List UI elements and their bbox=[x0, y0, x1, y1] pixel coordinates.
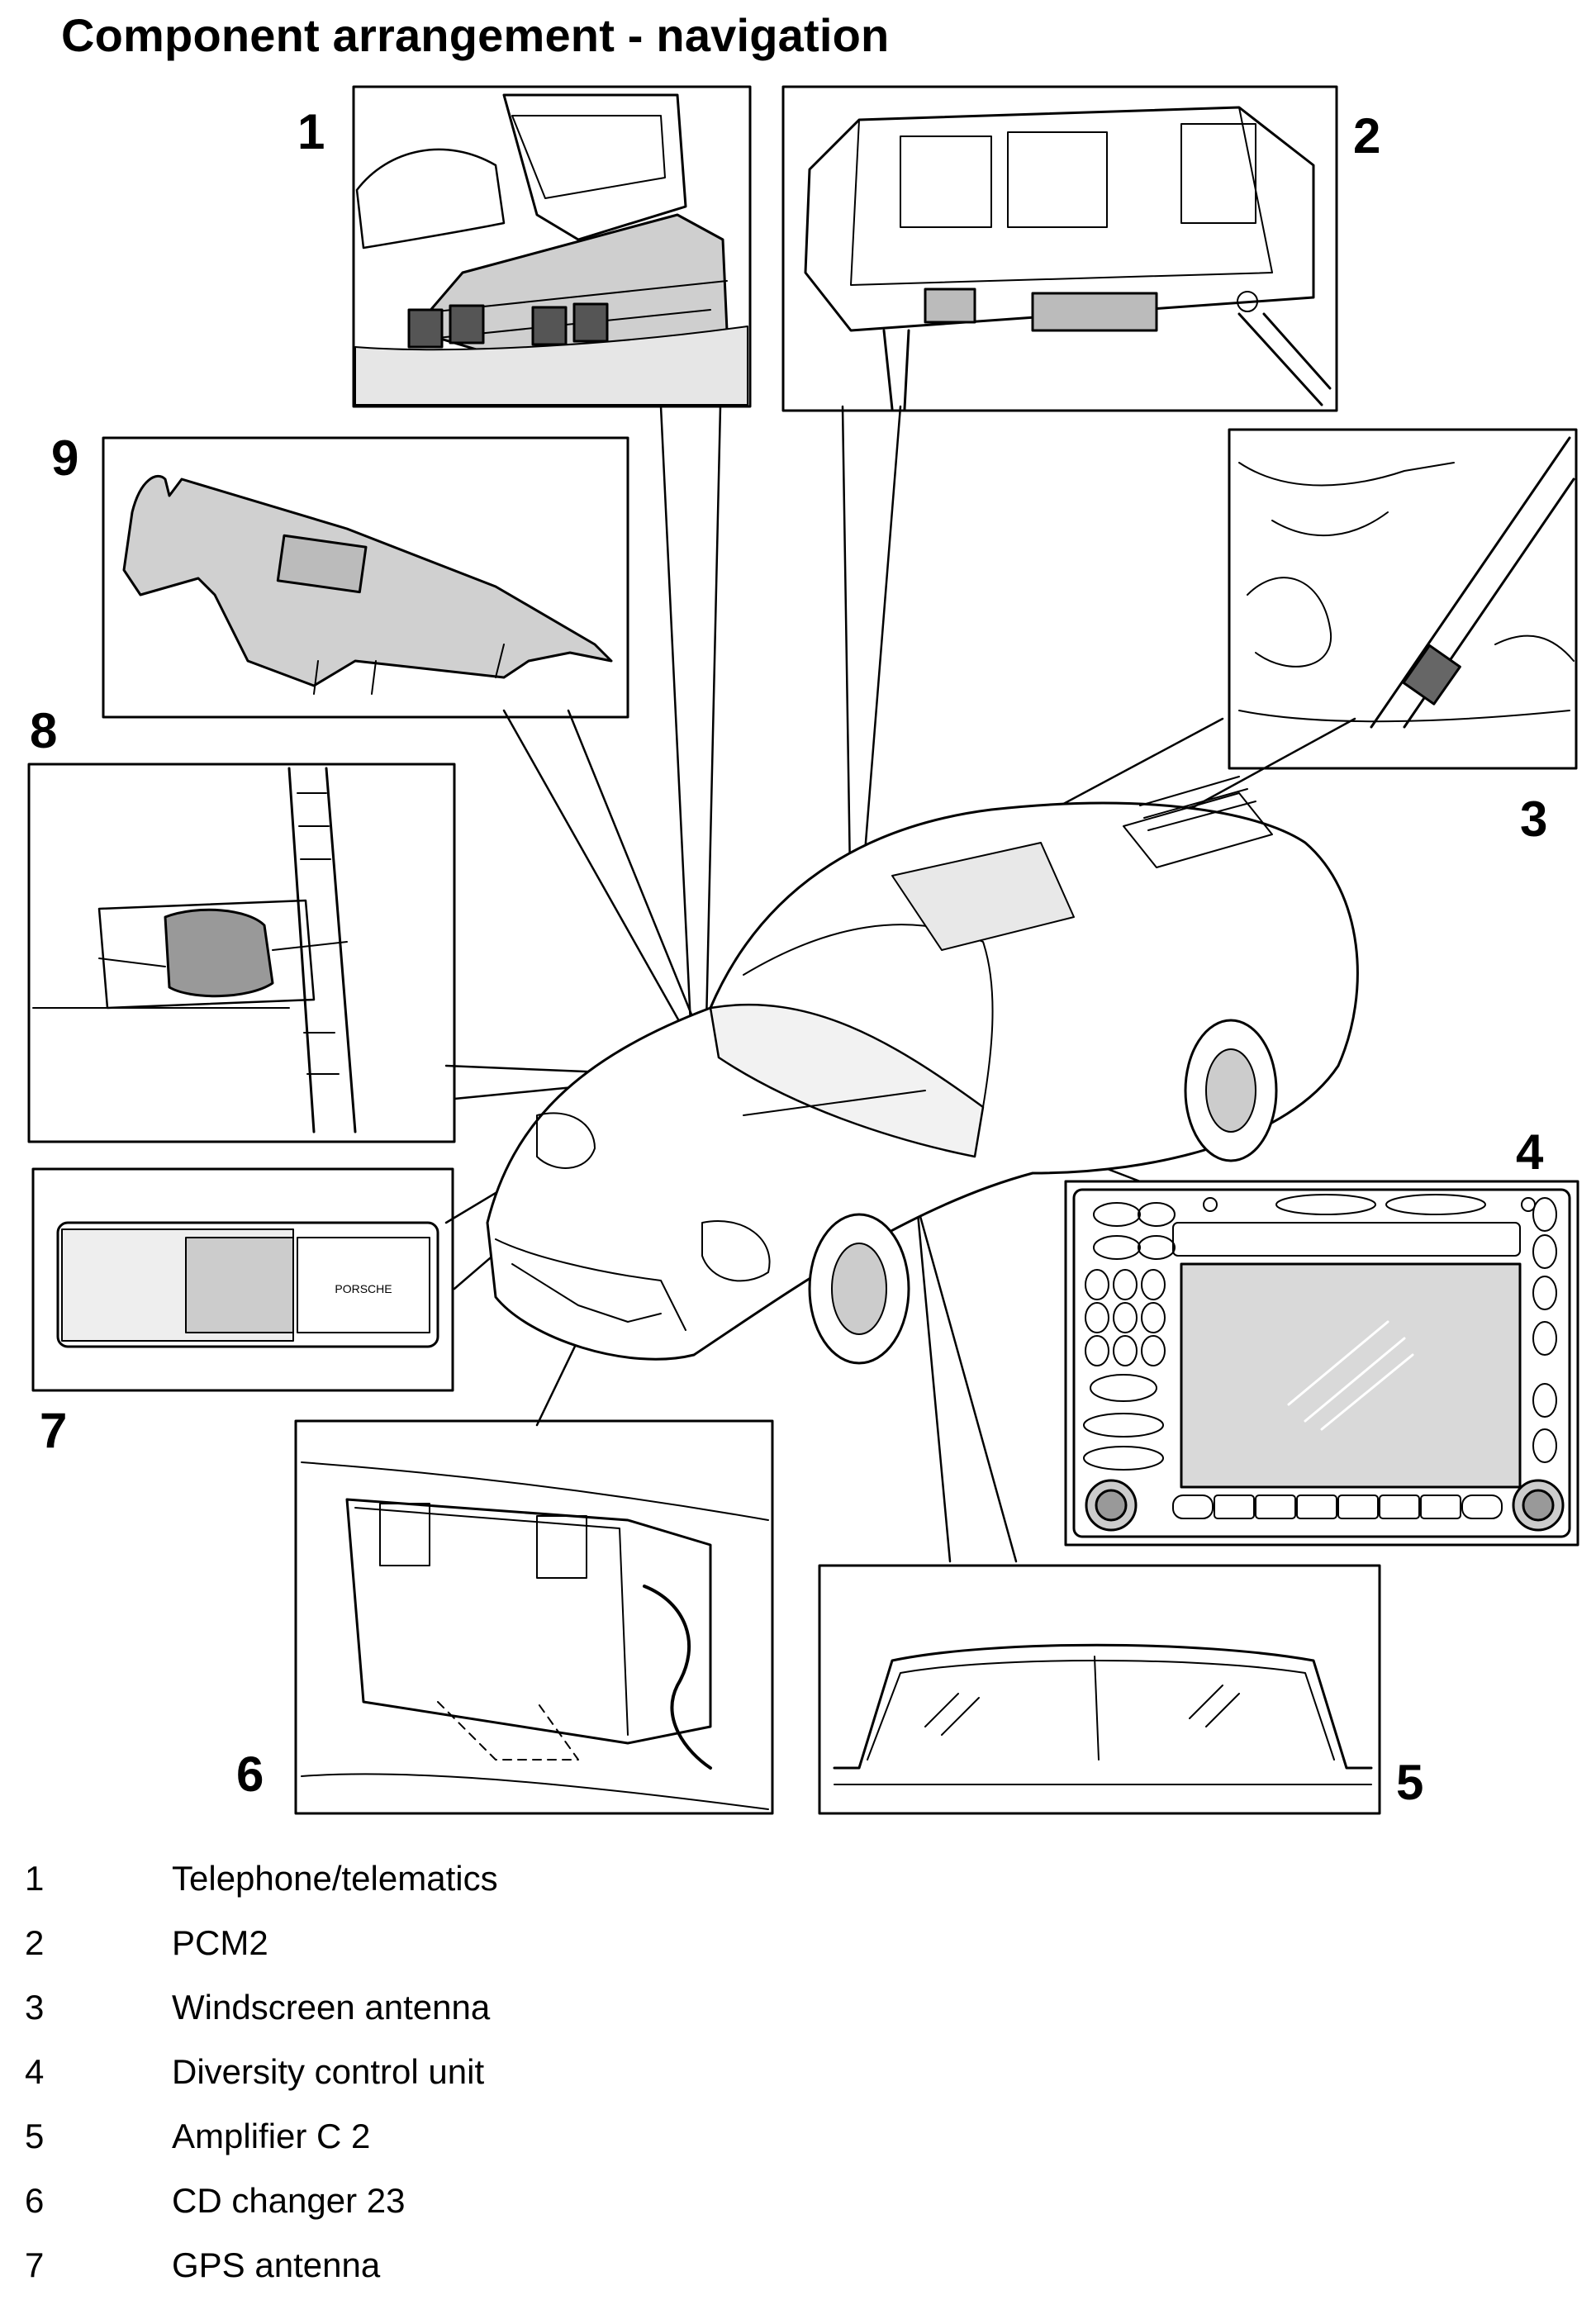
panel-9-component bbox=[102, 436, 629, 719]
panel-pcm2 bbox=[781, 85, 1338, 412]
cd-changer-brand: PORSCHE bbox=[335, 1282, 392, 1295]
legend-label: PCM2 bbox=[172, 1923, 268, 1962]
legend-item: 7 GPS antenna bbox=[0, 2245, 826, 2303]
legend-item: 2 PCM2 bbox=[0, 1923, 826, 1981]
legend-label: Diversity control unit bbox=[172, 2052, 485, 2091]
panel-8-component bbox=[27, 763, 456, 1143]
legend-item: 3 Windscreen antenna bbox=[0, 1988, 826, 2046]
callout-9: 9 bbox=[51, 430, 78, 486]
legend-number: 2 bbox=[25, 1923, 45, 1962]
callout-4: 4 bbox=[1516, 1124, 1544, 1180]
legend-number: 4 bbox=[25, 2052, 45, 2091]
callout-2: 2 bbox=[1353, 108, 1380, 164]
legend-number: 1 bbox=[25, 1859, 45, 1898]
legend-label: Windscreen antenna bbox=[172, 1988, 491, 2027]
panel-6-component bbox=[294, 1419, 774, 1815]
callout-8: 8 bbox=[30, 703, 57, 758]
legend-item: 1 Telephone/telematics bbox=[0, 1859, 826, 1917]
legend-label: Telephone/telematics bbox=[172, 1859, 498, 1898]
legend-number: 3 bbox=[25, 1988, 45, 2027]
callout-7: 7 bbox=[40, 1403, 67, 1458]
panel-windscreen-antenna bbox=[1228, 428, 1578, 770]
legend-number: 7 bbox=[25, 2245, 45, 2284]
legend-label: Amplifier C 2 bbox=[172, 2117, 371, 2155]
legend-item: 4 Diversity control unit bbox=[0, 2052, 826, 2110]
legend-number: 6 bbox=[25, 2181, 45, 2220]
legend-label: GPS antenna bbox=[172, 2245, 381, 2284]
legend-item: 5 Amplifier C 2 bbox=[0, 2117, 826, 2174]
panel-telephone-telematics bbox=[352, 85, 752, 408]
page-title: Component arrangement - navigation bbox=[61, 9, 890, 61]
callout-1: 1 bbox=[297, 104, 325, 159]
callout-5: 5 bbox=[1396, 1755, 1423, 1810]
legend-label: CD changer 23 bbox=[172, 2181, 406, 2220]
legend-item: 6 CD changer 23 bbox=[0, 2181, 826, 2239]
callout-3: 3 bbox=[1520, 791, 1547, 847]
callout-6: 6 bbox=[236, 1746, 264, 1802]
panel-7-unit: PORSCHE bbox=[31, 1167, 454, 1392]
panel-5-component bbox=[818, 1564, 1381, 1815]
legend-number: 5 bbox=[25, 2117, 45, 2155]
panel-4-head-unit bbox=[1064, 1180, 1579, 1547]
car-illustration bbox=[486, 776, 1359, 1365]
component-diagram: PORSCHE bbox=[27, 85, 1579, 1815]
